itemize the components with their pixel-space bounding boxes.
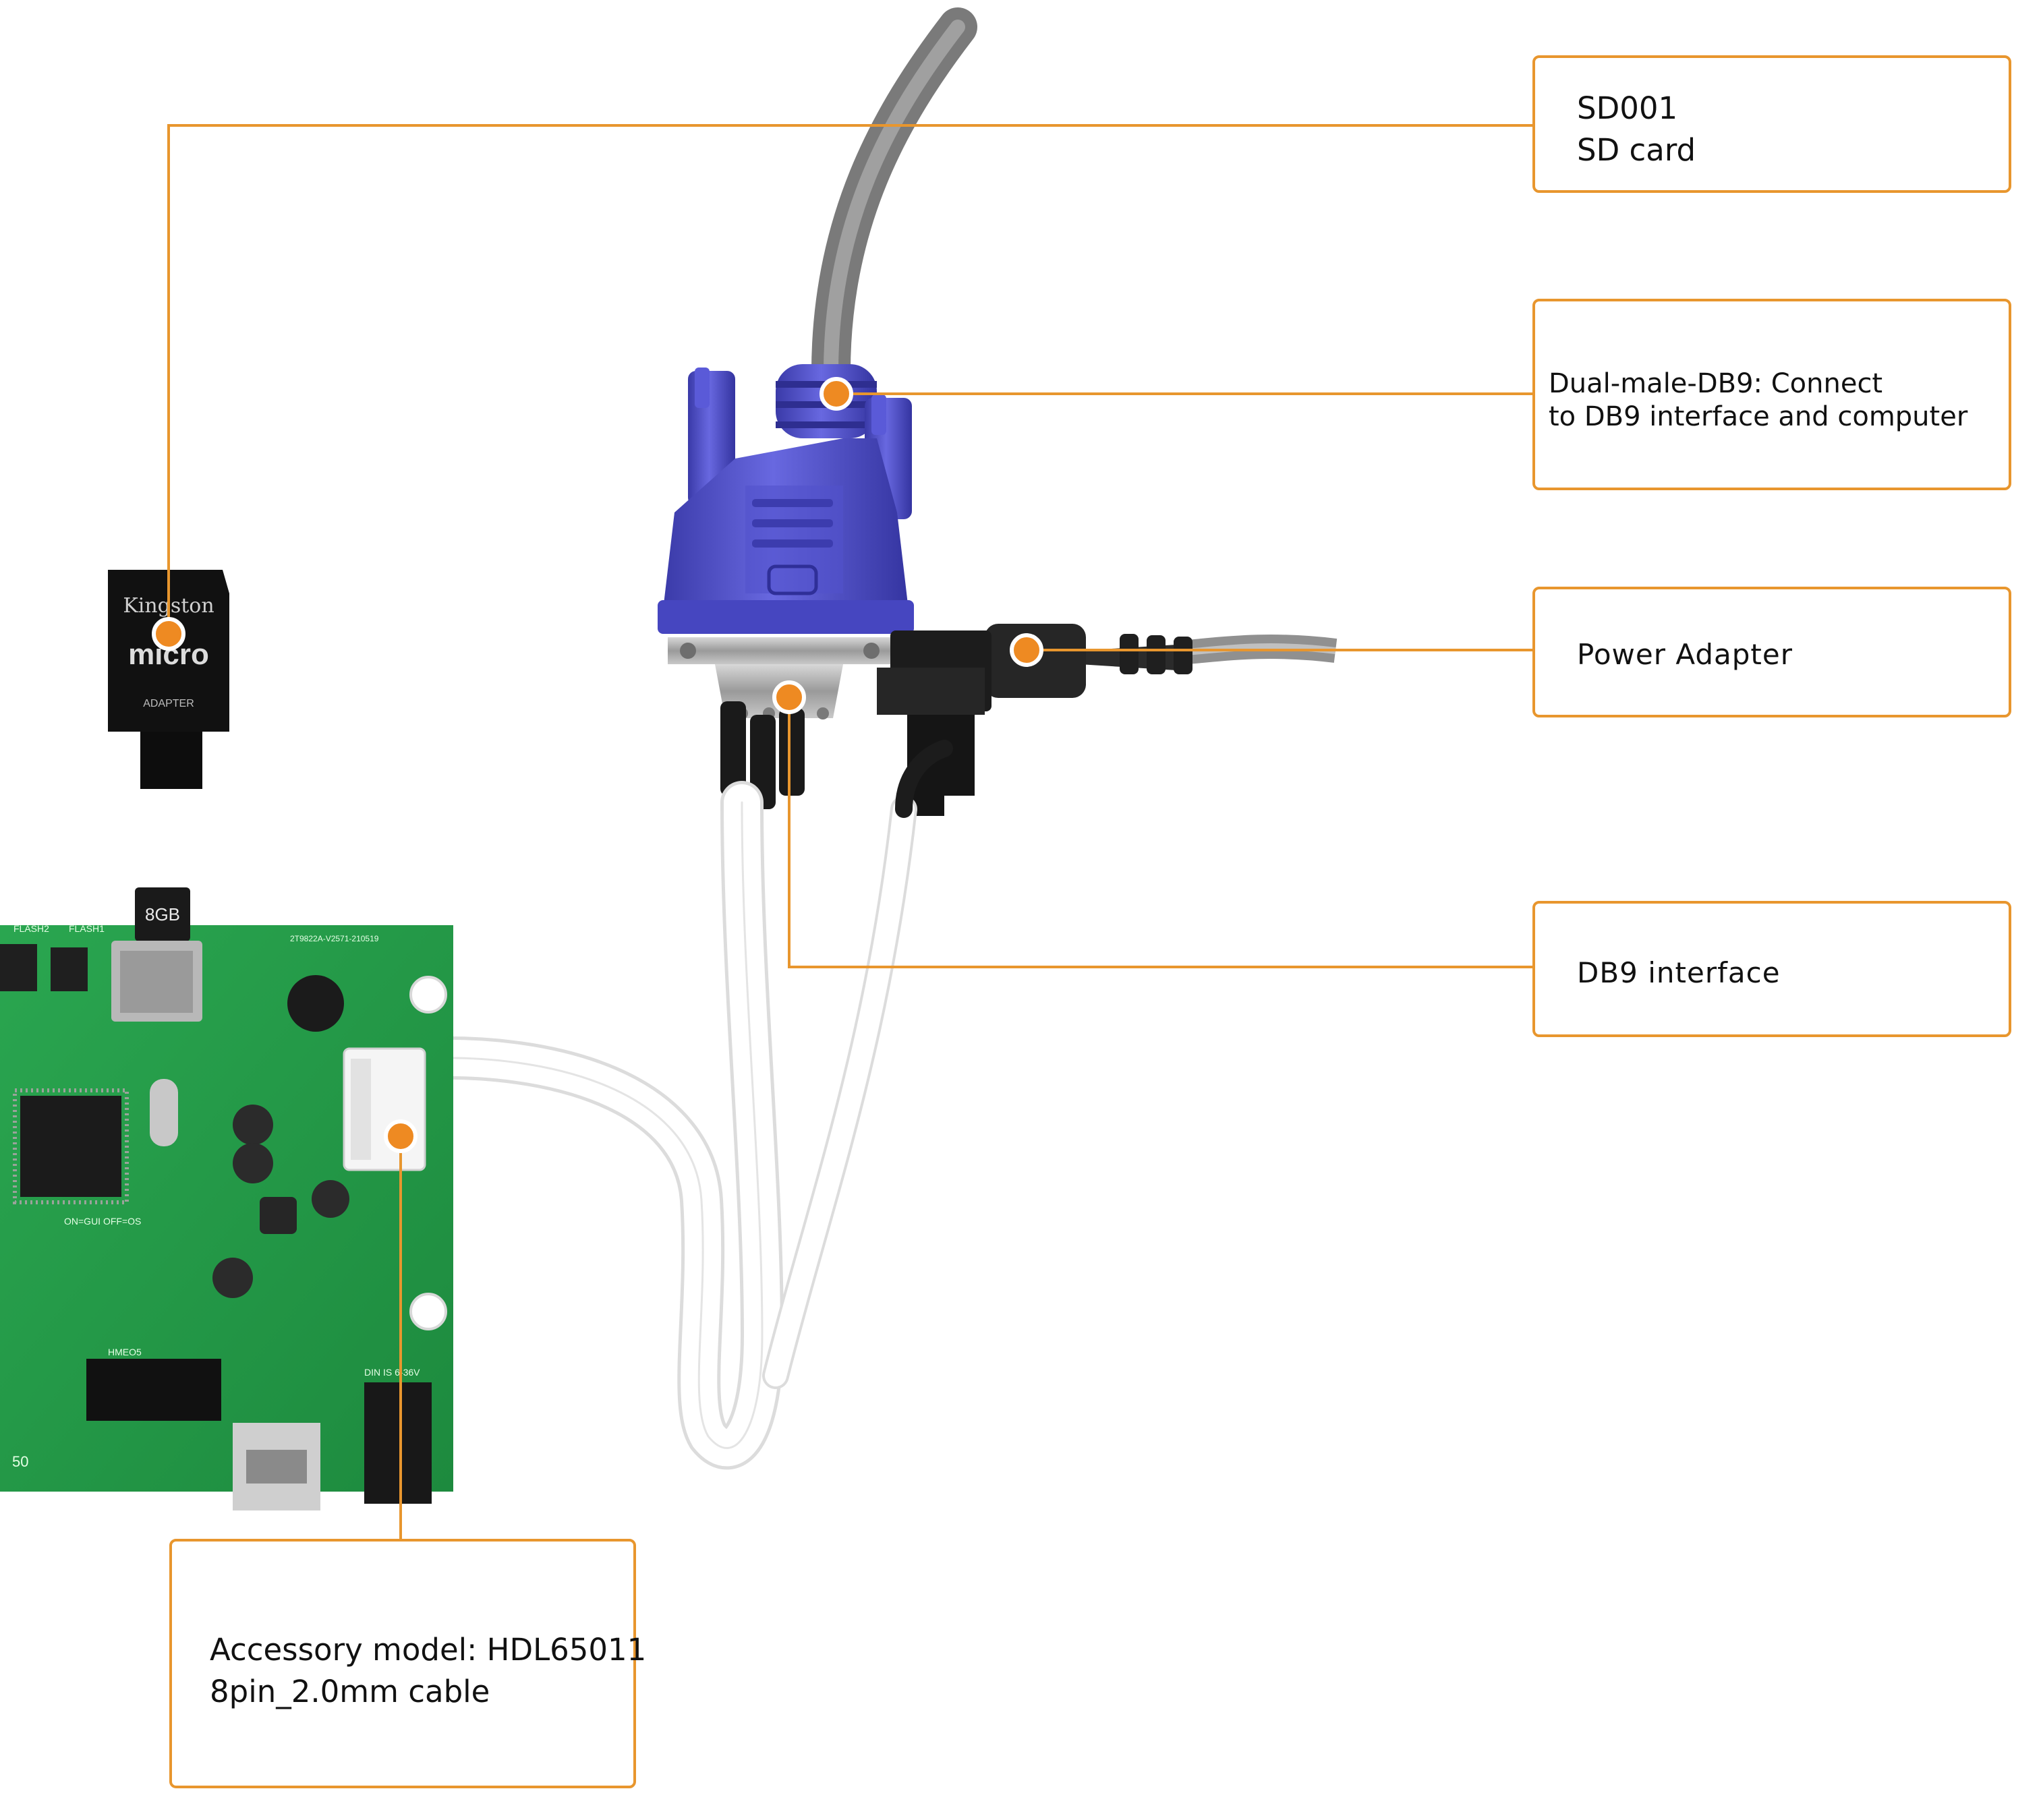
db9-cable-line2: to DB9 interface and computer (1549, 401, 1968, 432)
sd-card-model: SD001 (1577, 90, 1678, 126)
label-sd-card: SD001 SD card (1532, 55, 2011, 193)
microsd-size-text: 8GB (145, 904, 180, 924)
power-adapter-name: Power Adapter (1577, 638, 1793, 671)
leader-db9-interface (788, 697, 1532, 968)
dot-power-adapter (1010, 633, 1043, 667)
accessory-line2: 8pin_2.0mm cable (210, 1674, 490, 1709)
sd-card-name: SD card (1577, 132, 1696, 168)
dot-db9-cable (820, 377, 853, 411)
dot-sd-card (152, 617, 185, 651)
callout-lines (167, 124, 1532, 1539)
sd-adapter-text: ADAPTER (143, 698, 194, 709)
db9-wire-tails (720, 701, 805, 809)
board-serial-text: 2T9822A-V2571-210519 (290, 934, 379, 943)
callout-dots (152, 377, 1043, 1153)
dot-db9-interface (772, 680, 806, 714)
ribbon-cable (397, 740, 953, 1470)
leader-sd-card (167, 124, 1532, 634)
label-db9-cable: Dual-male-DB9: Connect to DB9 interface … (1532, 299, 2011, 490)
board-header-text: HMEO5 (108, 1347, 142, 1357)
board-num-text: 50 (12, 1453, 28, 1470)
power-adapter-plug (877, 624, 1338, 816)
board-flash1-text: FLASH1 (69, 923, 105, 934)
pcb-board: 8GB FLASH2 FLASH1 2T9822A-V2571-210519 (0, 887, 453, 1510)
db9-cable-line1: Dual-male-DB9: Connect (1549, 368, 1883, 399)
accessory-line1: Accessory model: HDL65011 (210, 1632, 647, 1668)
board-flash2-text: FLASH2 (13, 923, 49, 934)
db9-interface-name: DB9 interface (1577, 956, 1781, 989)
label-db9-interface: DB9 interface (1532, 901, 2011, 1037)
db9-cable (776, 7, 977, 438)
label-accessory: Accessory model: HDL65011 8pin_2.0mm cab… (169, 1539, 647, 1788)
board-power-text: DIN IS 6-36V (364, 1367, 420, 1378)
db9-connector (658, 368, 914, 634)
label-power-adapter: Power Adapter (1532, 587, 2011, 717)
board-switch-text: ON=GUI OFF=OS (64, 1216, 141, 1227)
dot-accessory (384, 1119, 418, 1153)
